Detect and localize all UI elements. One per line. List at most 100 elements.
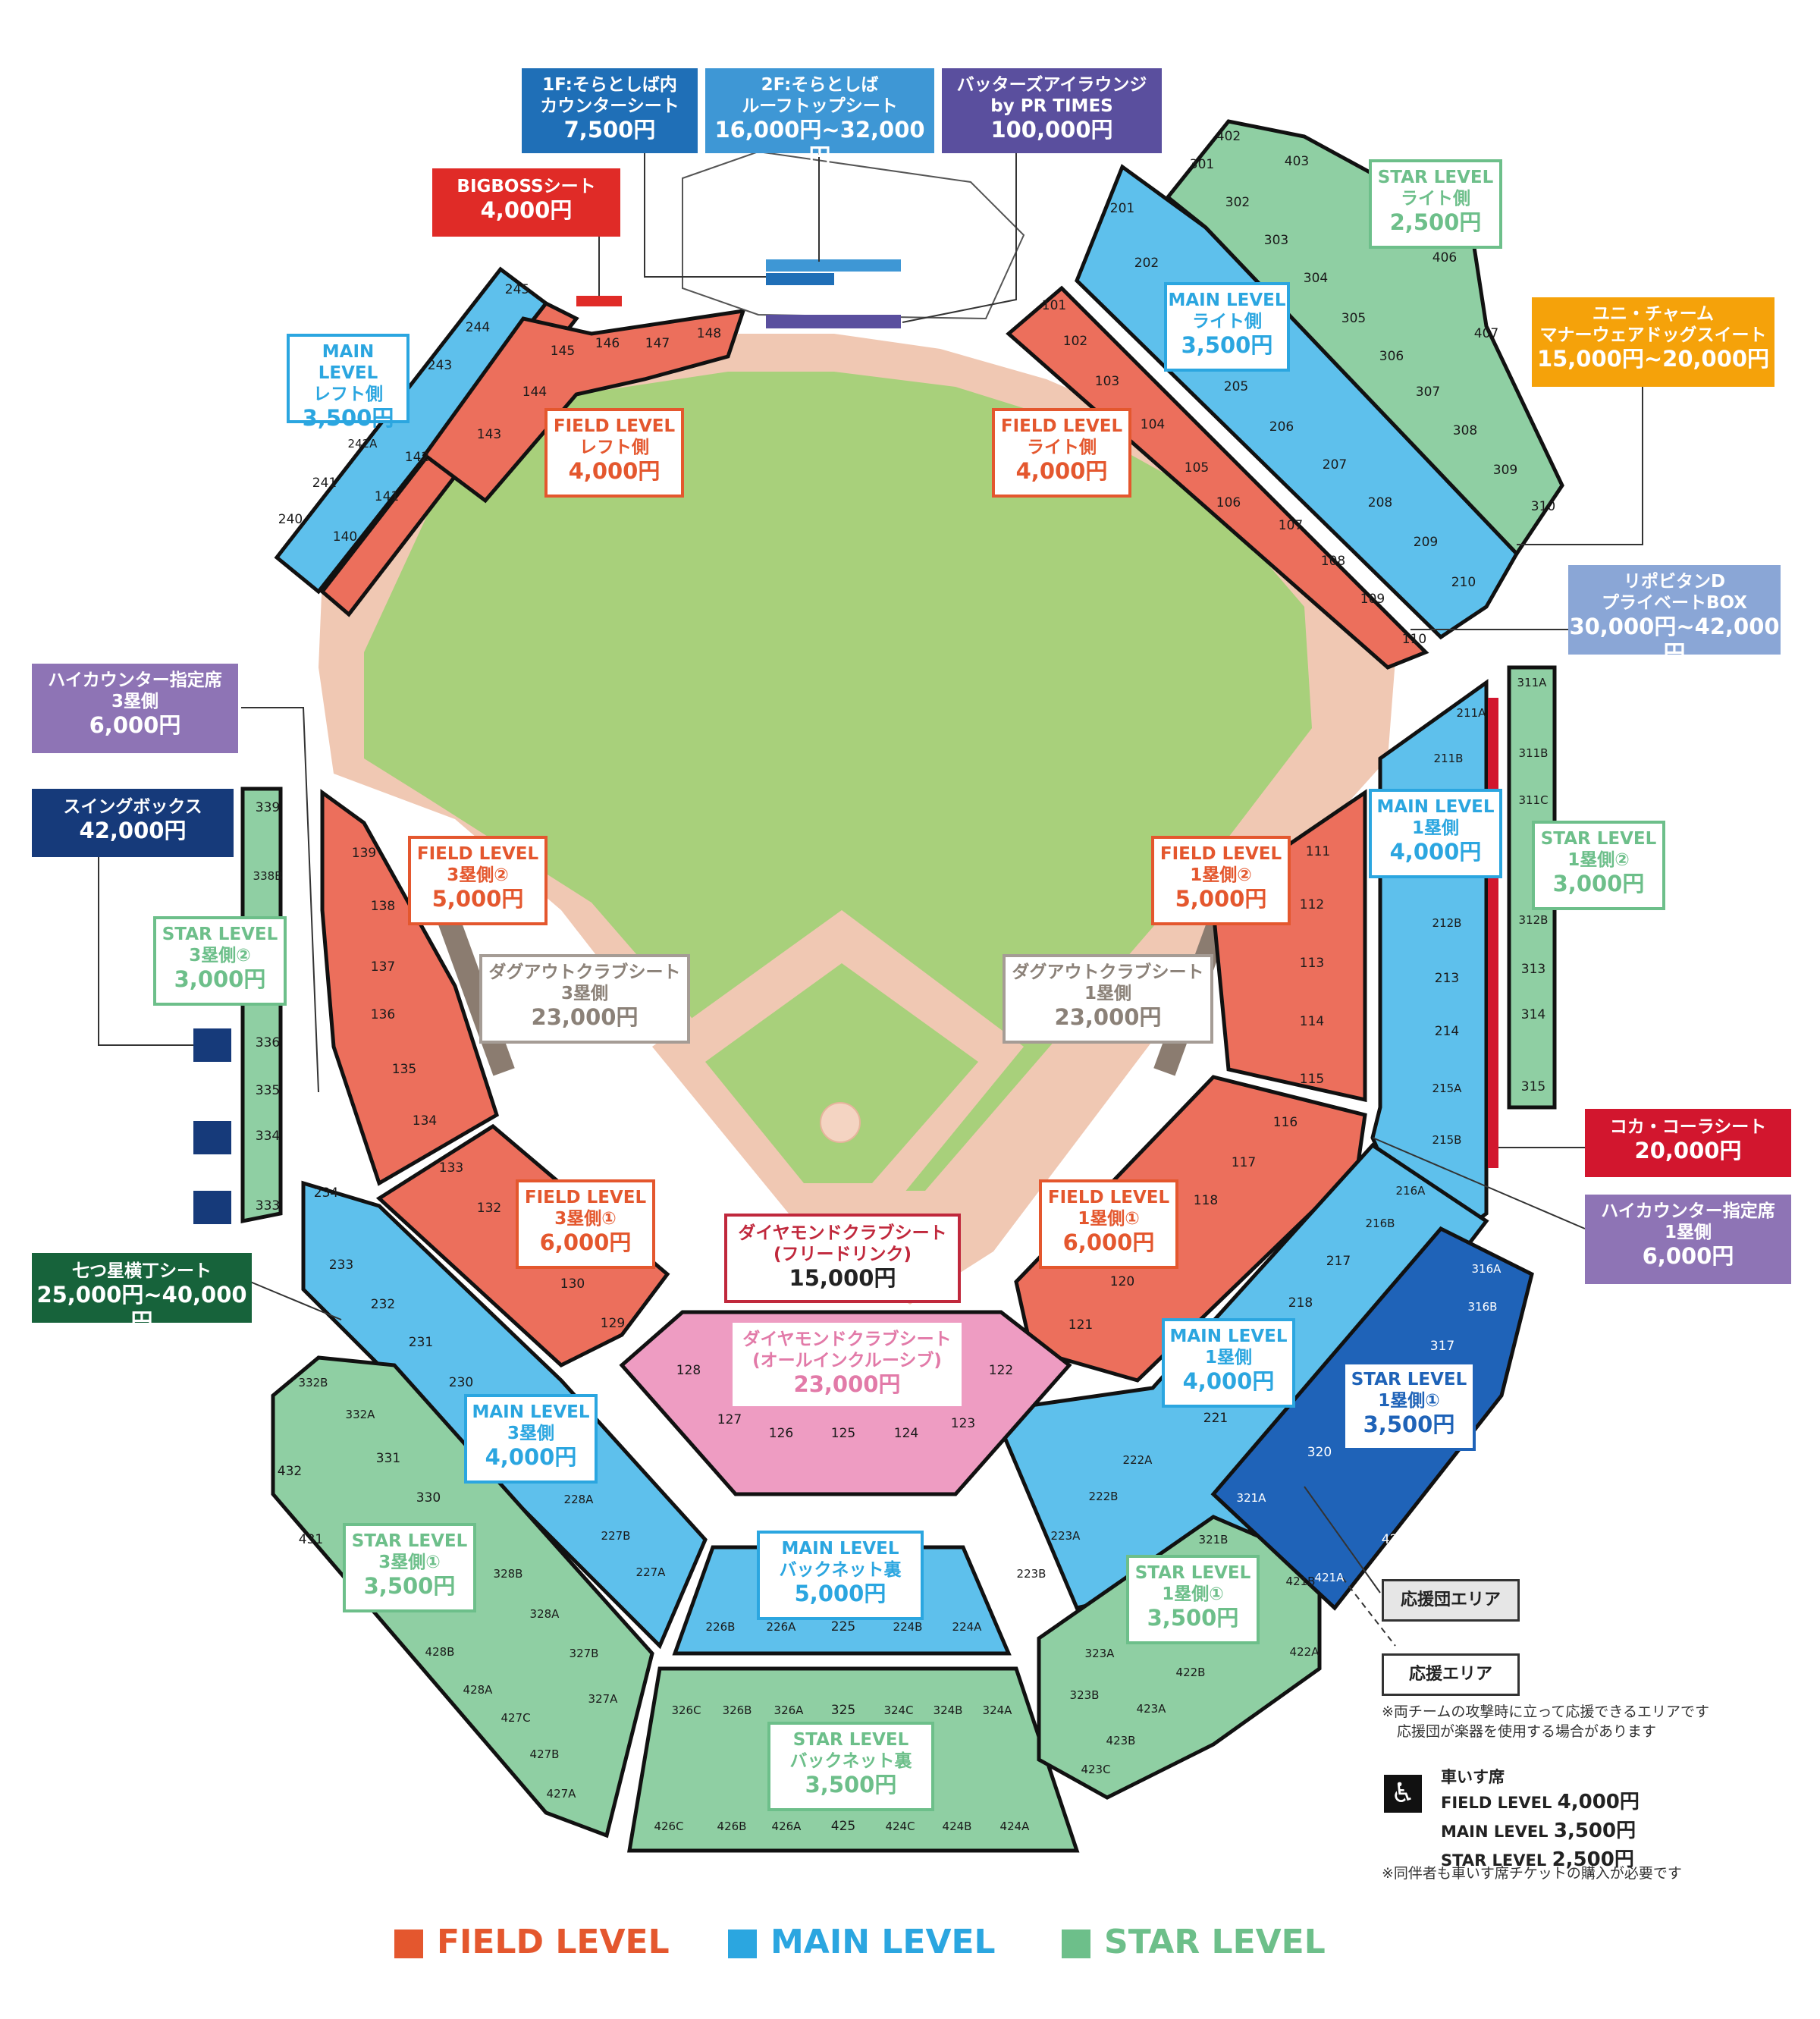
- section-226A: 226A: [767, 1620, 797, 1634]
- section-136: 136: [371, 1007, 395, 1022]
- section-111: 111: [1306, 844, 1330, 859]
- section-115: 115: [1300, 1072, 1324, 1087]
- section-326B: 326B: [723, 1703, 752, 1717]
- section-147: 147: [645, 336, 670, 351]
- section-135: 135: [392, 1062, 416, 1077]
- field-1b1-stand: [1014, 1075, 1367, 1383]
- section-313: 313: [1521, 962, 1545, 977]
- section-223B: 223B: [1017, 1567, 1046, 1581]
- section-330: 330: [416, 1490, 441, 1506]
- section-202: 202: [1134, 256, 1159, 271]
- section-210: 210: [1451, 575, 1476, 590]
- pitchers-mound: [820, 1102, 861, 1143]
- section-101: 101: [1042, 298, 1066, 313]
- section-146: 146: [595, 336, 620, 351]
- section-215A: 215A: [1432, 1082, 1463, 1095]
- section-423A: 423A: [1137, 1702, 1167, 1716]
- section-109: 109: [1360, 592, 1385, 607]
- section-108: 108: [1321, 554, 1345, 569]
- section-103: 103: [1095, 374, 1119, 389]
- diamond-club-freedrink-label: ダイヤモンドクラブシート(フリードリンク)15,000円: [724, 1214, 961, 1303]
- section-222A: 222A: [1123, 1453, 1153, 1467]
- section-110: 110: [1402, 632, 1426, 647]
- section-107: 107: [1279, 518, 1303, 533]
- section-426C: 426C: [654, 1820, 683, 1833]
- section-221: 221: [1203, 1411, 1228, 1426]
- section-324C: 324C: [883, 1703, 913, 1717]
- section-222B: 222B: [1089, 1490, 1119, 1503]
- legend-field-swatch: [394, 1930, 423, 1958]
- section-407: 407: [1474, 326, 1498, 341]
- section-130: 130: [560, 1276, 585, 1292]
- legend-star: STAR LEVEL: [1062, 1923, 1326, 1961]
- ouendan-area-label: 応援団エリア: [1382, 1579, 1520, 1622]
- section-224B: 224B: [893, 1620, 923, 1634]
- swing-box-3: [193, 1191, 231, 1224]
- section-134: 134: [413, 1113, 437, 1129]
- section-126: 126: [769, 1426, 793, 1441]
- field-left-stand: [422, 308, 746, 504]
- swing-box-2: [193, 1121, 231, 1154]
- section-335: 335: [256, 1083, 280, 1098]
- section-227B: 227B: [601, 1529, 631, 1543]
- section-422A: 422A: [1290, 1645, 1320, 1659]
- section-144: 144: [522, 385, 547, 400]
- section-240: 240: [278, 512, 303, 527]
- batters-eye-seat: [766, 315, 901, 328]
- section-137: 137: [371, 959, 395, 975]
- section-307: 307: [1416, 385, 1440, 400]
- section-417: 417: [1512, 1413, 1536, 1428]
- section-118: 118: [1194, 1193, 1218, 1208]
- diamond-club-allinc-label: ダイヤモンドクラブシート(オールインクルーシブ)23,000円: [730, 1320, 965, 1409]
- bigboss-seat: [576, 296, 622, 306]
- section-333: 333: [256, 1198, 280, 1214]
- wheelchair-note: ※同伴者も車いす席チケットの購入が必要です: [1382, 1865, 1682, 1882]
- section-423B: 423B: [1106, 1734, 1136, 1747]
- section-311A: 311A: [1517, 676, 1548, 689]
- section-128: 128: [676, 1363, 701, 1378]
- section-424C: 424C: [885, 1820, 915, 1833]
- counter-seat: [766, 273, 834, 285]
- section-213: 213: [1435, 971, 1459, 986]
- section-205: 205: [1224, 379, 1248, 394]
- section-245: 245: [505, 282, 529, 297]
- section-304: 304: [1304, 271, 1328, 286]
- section-316A: 316A: [1472, 1262, 1502, 1276]
- field-right-stand: [1006, 285, 1429, 670]
- section-122: 122: [989, 1363, 1013, 1378]
- section-308: 308: [1453, 423, 1477, 438]
- section-216A: 216A: [1396, 1184, 1426, 1198]
- section-321B: 321B: [1199, 1533, 1228, 1546]
- section-124: 124: [894, 1426, 918, 1441]
- section-230: 230: [449, 1375, 473, 1390]
- section-114: 114: [1300, 1014, 1324, 1029]
- cocacola-strip: [1488, 698, 1498, 1168]
- section-336: 336: [256, 1035, 280, 1050]
- section-129: 129: [601, 1316, 625, 1331]
- section-209: 209: [1414, 535, 1438, 550]
- section-315: 315: [1521, 1079, 1545, 1094]
- section-428A: 428A: [463, 1683, 494, 1697]
- section-427C: 427C: [500, 1711, 530, 1725]
- section-206: 206: [1269, 419, 1294, 435]
- section-416: 416: [1527, 1350, 1552, 1365]
- section-112: 112: [1300, 897, 1324, 912]
- section-328A: 328A: [530, 1607, 560, 1621]
- section-132: 132: [477, 1201, 501, 1216]
- section-207: 207: [1323, 457, 1347, 473]
